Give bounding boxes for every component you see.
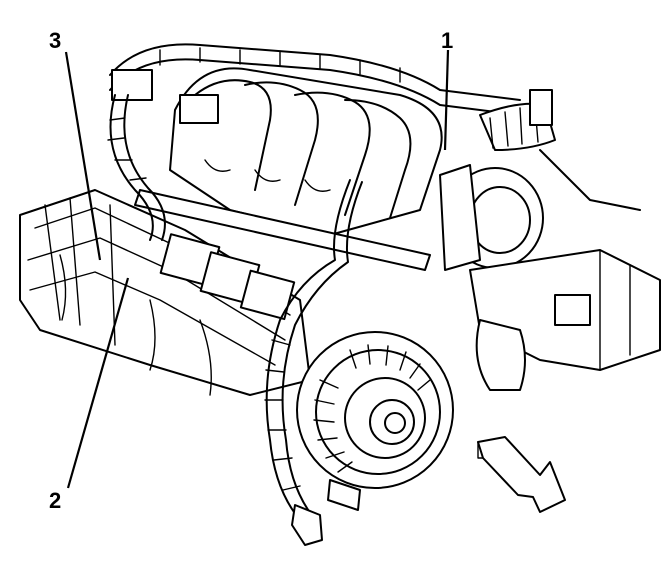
wire-harness-top xyxy=(109,43,521,124)
alternator xyxy=(296,331,454,511)
callout-3: 3 xyxy=(49,28,62,53)
leader-line-3 xyxy=(64,51,102,261)
front-arrow-icon xyxy=(477,436,566,513)
wire-harness-alternator xyxy=(264,179,363,546)
fuel-rail xyxy=(134,189,431,271)
throttle-body xyxy=(439,164,544,271)
intake-manifold xyxy=(169,67,443,236)
leader-line-2 xyxy=(66,277,130,489)
callout-1: 1 xyxy=(441,28,454,53)
intake-hose-right xyxy=(479,89,641,211)
engine-block-right xyxy=(469,249,661,391)
leader-line-1 xyxy=(443,49,450,151)
callout-2: 2 xyxy=(49,488,62,513)
ignition-coils xyxy=(59,233,296,396)
wire-harness-left xyxy=(107,94,166,241)
